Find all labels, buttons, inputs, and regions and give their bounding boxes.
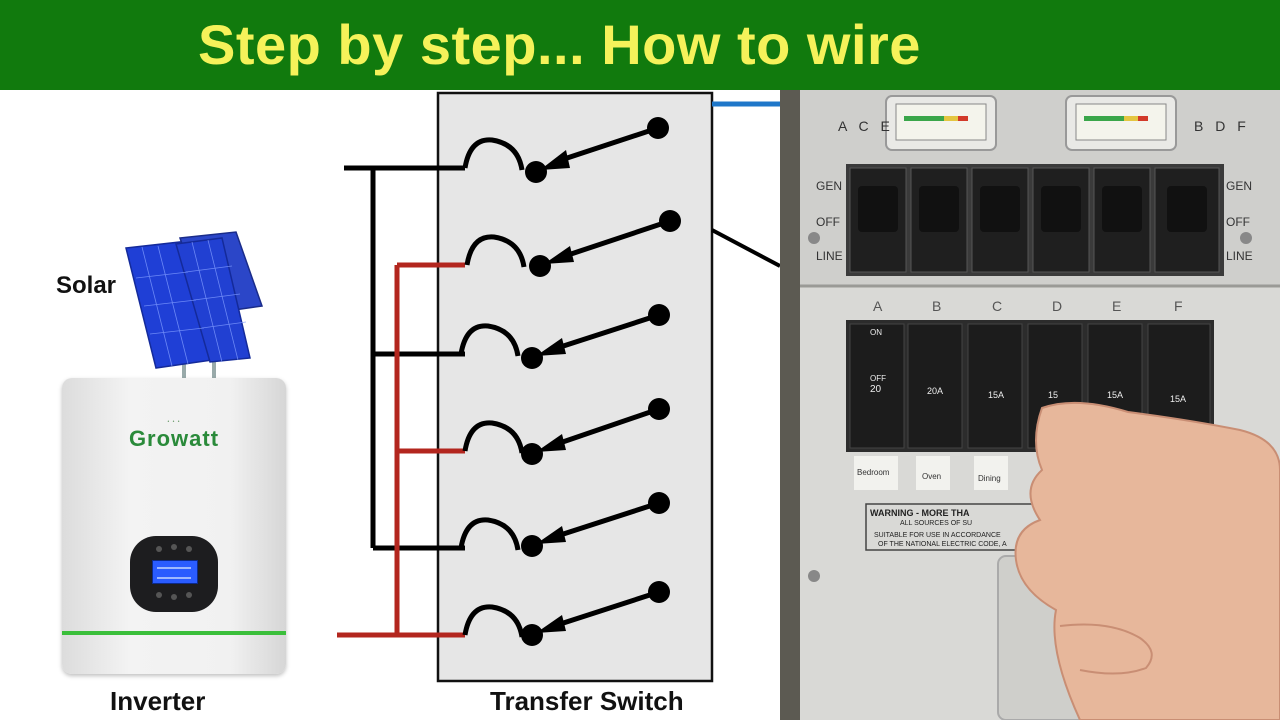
circuit-label-bedroom: Bedroom [857,468,890,477]
title-banner: Step by step... How to wire [0,0,1280,90]
breaker-on-label: ON [870,328,882,337]
breaker-rating-a: 20 [870,384,882,395]
solar-panel-icon [125,231,264,380]
transfer-switch-box [436,91,714,683]
breaker-letter-c: C [992,298,1003,314]
meter-left-label: A C E [838,118,894,134]
inverter-button [186,546,192,552]
breaker-contacts [521,117,681,646]
arrow-icon [536,150,574,633]
circuit-label-dining: Dining [978,474,1001,483]
breaker-rating-d: 15 [1048,390,1059,400]
warning-text-2: ALL SOURCES OF SU [900,520,973,527]
inverter-brand: Growatt [128,426,220,451]
inverter-display [130,536,218,612]
inverter-brand-tagline: • • • [167,419,181,425]
solar-label: Solar [56,272,117,299]
breaker-letter-d: D [1052,298,1063,314]
inverter-button [156,546,162,552]
switch-pos-gen-left: GEN [816,179,843,193]
suitable-text-2: OF THE NATIONAL ELECTRIC CODE, A [878,541,1007,548]
black-wire-out [711,228,781,268]
inverter-button [171,544,177,550]
transfer-switch-diagram [337,91,781,683]
inverter-unit: • • • Growatt [62,378,286,674]
breaker-letter-a: A [873,298,883,314]
breaker-letter-e: E [1112,298,1122,314]
breaker-letter-b: B [932,298,942,314]
inverter-button [186,592,192,598]
breaker-off-label: OFF [870,374,886,383]
inverter-button [156,592,162,598]
suitable-text: SUITABLE FOR USE IN ACCORDANCE [874,532,1001,539]
black-wire [344,165,465,551]
inverter-label: Inverter [110,686,206,716]
breaker-switch [458,137,527,638]
red-wire [337,262,465,638]
circuit-label-oven: Oven [922,472,942,481]
switch-arms [550,125,671,630]
inverter-button [171,594,177,600]
breaker-rating-b: 20A [927,386,944,396]
switch-pos-line-right: LINE [1226,249,1253,263]
inverter-stripe [62,631,286,635]
transfer-switch-photo: A C E B D F GEN OFF LINE GEN OFF LINE A … [780,90,1280,720]
inverter-screen [152,560,198,584]
meter-right-label: B D F [1194,118,1250,134]
switch-pos-line-left: LINE [816,249,843,263]
transfer-switch-label: Transfer Switch [490,686,684,716]
warning-text: WARNING - MORE THA [870,508,970,518]
switch-pos-gen-right: GEN [1226,179,1253,193]
breaker-rating-e: 15A [1107,390,1124,400]
panel-illustration [780,90,1280,720]
video-title: Step by step... How to wire [198,13,921,76]
switch-pos-off-right: OFF [1226,215,1250,229]
switch-pos-off-left: OFF [816,215,840,229]
breaker-rating-c: 15A [988,390,1005,400]
breaker-rating-f: 15A [1170,394,1187,404]
breaker-letter-f: F [1174,298,1183,314]
